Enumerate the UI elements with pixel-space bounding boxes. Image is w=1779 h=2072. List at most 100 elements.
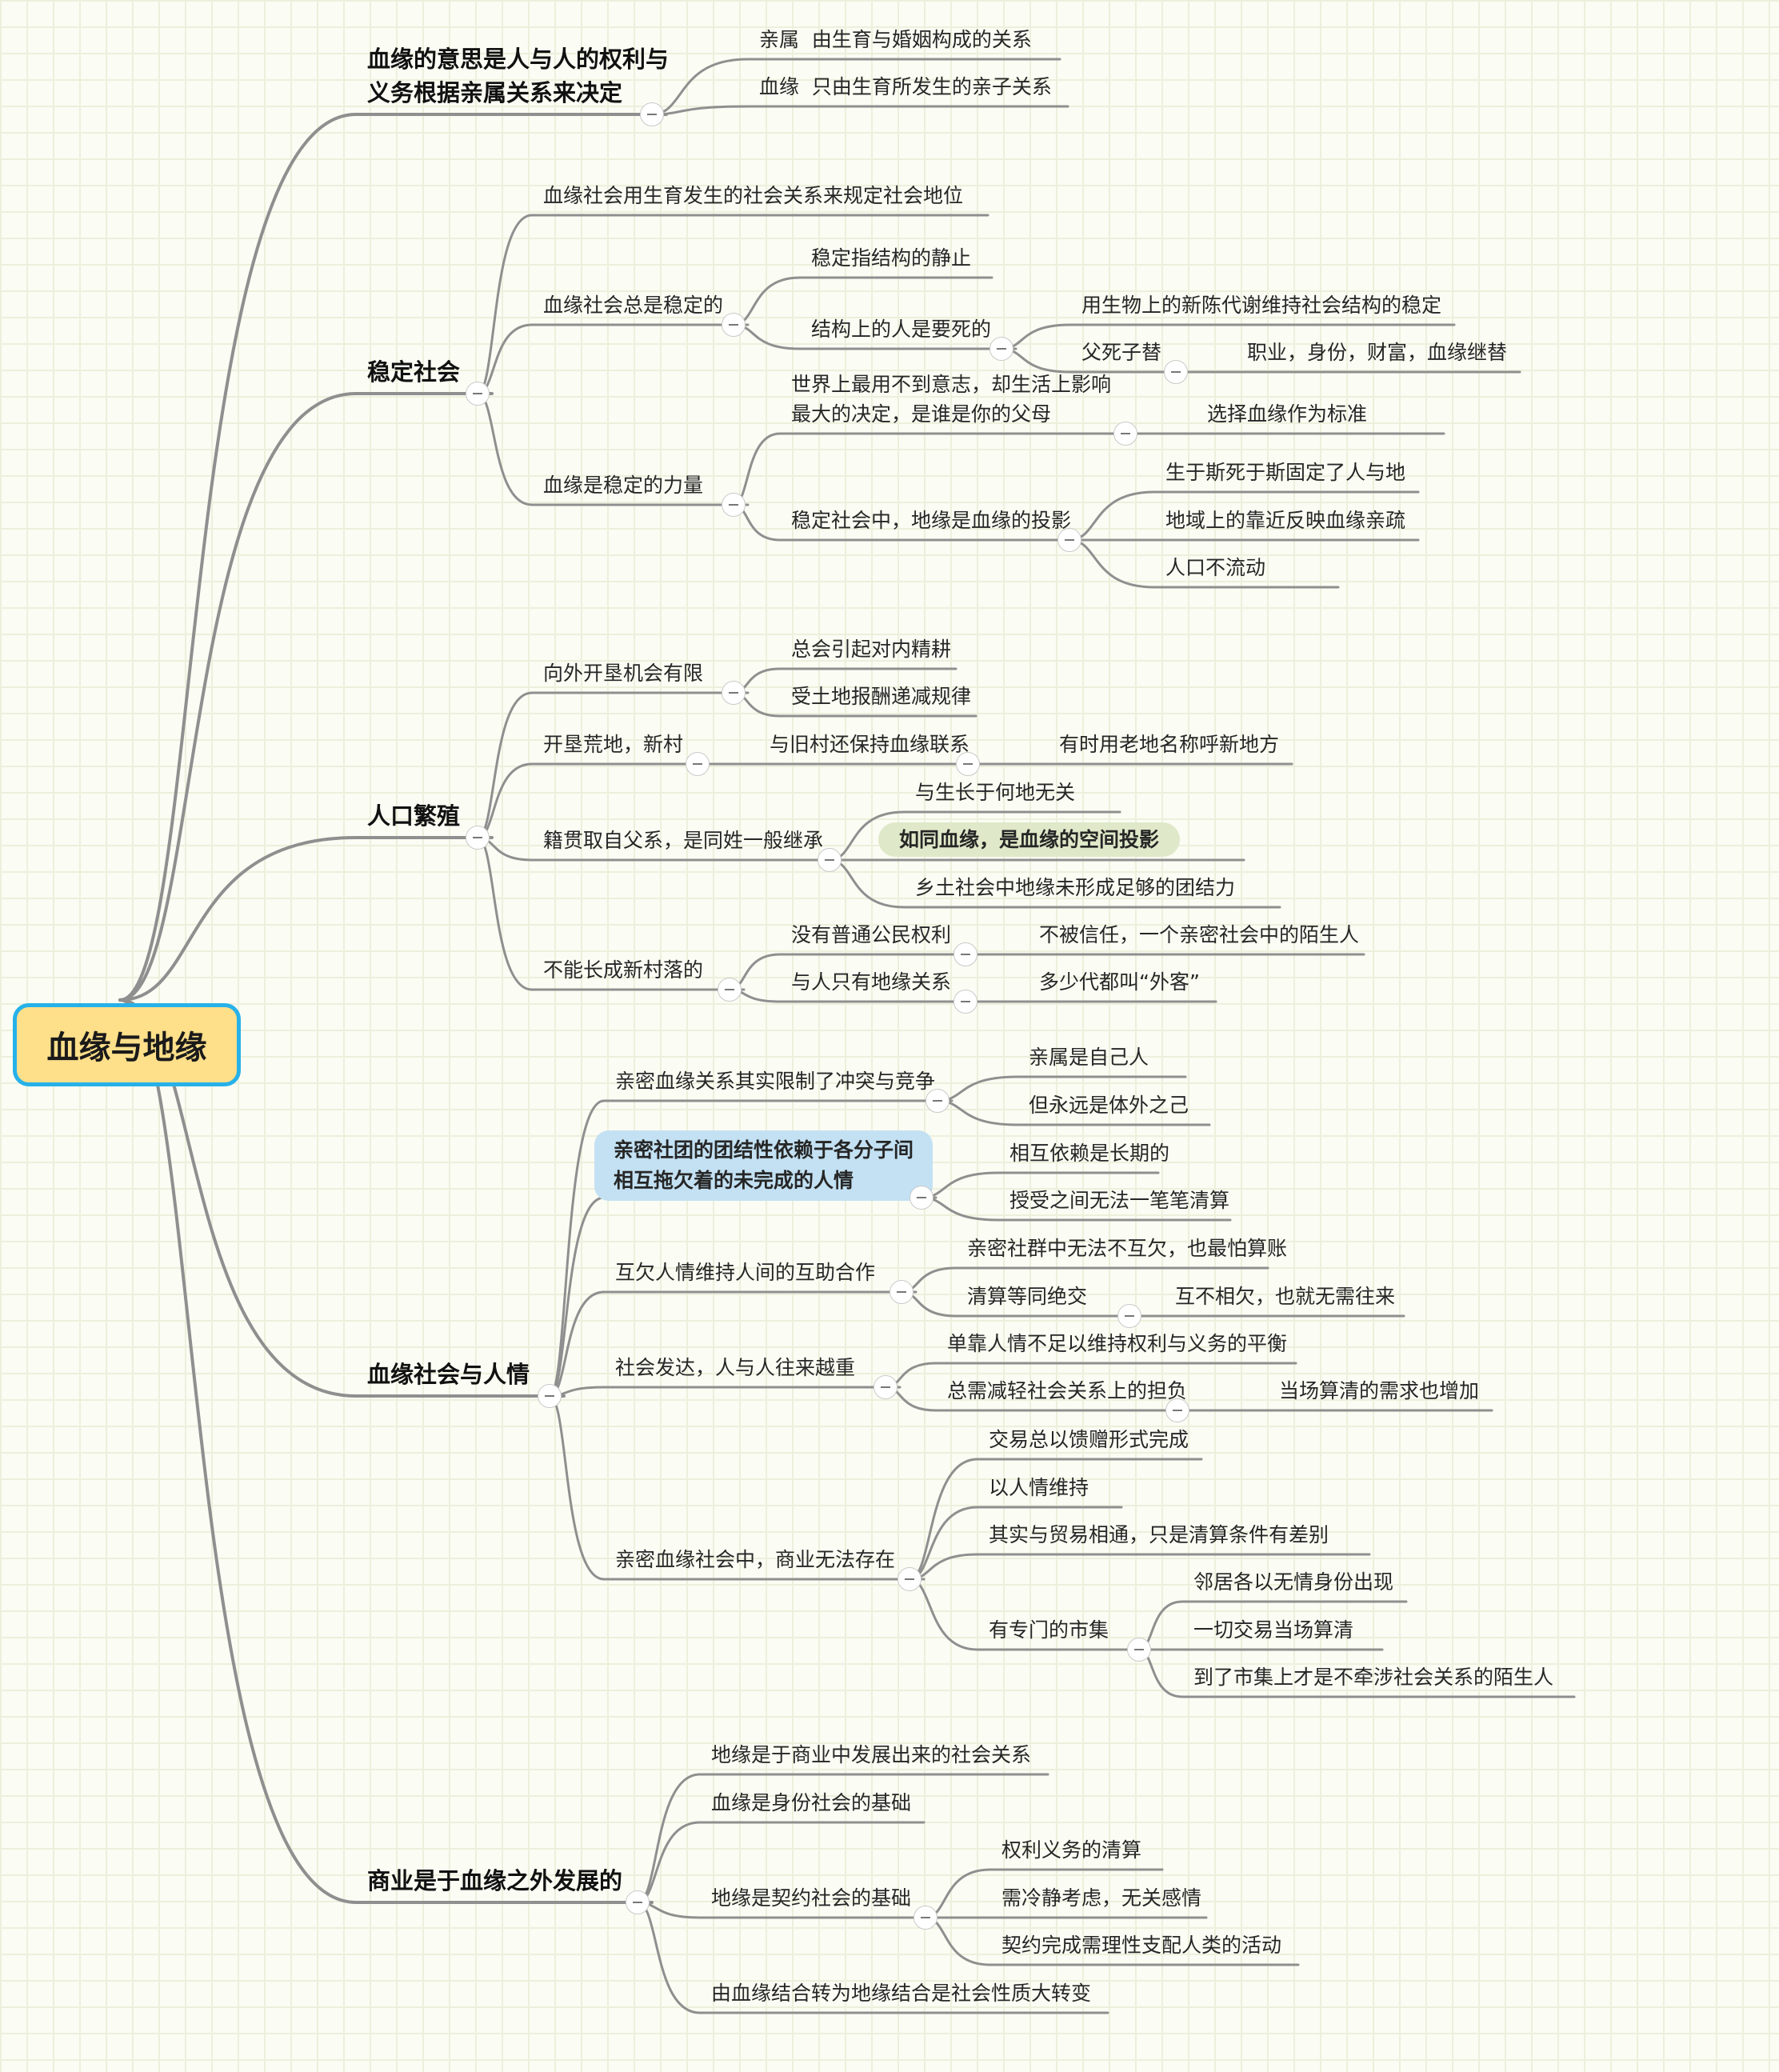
subtopic[interactable]: 清算等同绝交	[967, 1285, 1088, 1308]
subtopic[interactable]: 授受之间无法一笔笔清算	[1009, 1189, 1230, 1212]
subtopic[interactable]: 不能长成新村落的	[543, 958, 704, 982]
subtopic[interactable]: 人口不流动	[1165, 556, 1266, 579]
connector	[118, 998, 358, 1904]
subtopic[interactable]: 稳定指结构的静止	[811, 246, 972, 270]
subtopic[interactable]: 互欠人情维持人间的互助合作	[615, 1261, 876, 1284]
subtopic[interactable]: 多少代都叫“外客”	[1039, 970, 1200, 994]
subtopic[interactable]: 与人只有地缘关系	[791, 970, 952, 994]
connector	[636, 1901, 702, 2014]
subtopic[interactable]: 地缘是于商业中发展出来的社会关系	[711, 1743, 1032, 1766]
subtopic[interactable]: 社会发达，人与人往来越重	[615, 1356, 856, 1379]
subtopic[interactable]: 其实与贸易相通，只是清算条件有差别	[989, 1523, 1329, 1546]
main-topic[interactable]: 血缘社会与人情	[367, 1361, 530, 1388]
collapse-toggle[interactable]	[1127, 1638, 1151, 1662]
collapse-toggle[interactable]	[466, 382, 490, 406]
subtopic[interactable]: 一切交易当场算清	[1193, 1618, 1354, 1642]
collapse-toggle[interactable]	[686, 752, 710, 776]
subtopic[interactable]: 生于斯死于斯固定了人与地	[1165, 461, 1406, 484]
subtopic[interactable]: 但永远是体外之己	[1029, 1094, 1189, 1117]
subtopic[interactable]: 不被信任，一个亲密社会中的陌生人	[1039, 923, 1360, 946]
subtopic[interactable]: 总会引起对内精耕	[791, 638, 952, 661]
main-topic[interactable]: 稳定社会	[367, 358, 461, 386]
subtopic[interactable]: 需冷静考虑，无关感情	[1001, 1886, 1202, 1910]
subtopic[interactable]: 血缘社会总是稳定的	[543, 294, 724, 317]
collapse-toggle[interactable]	[989, 337, 1013, 361]
subtopic[interactable]: 血缘是身份社会的基础	[711, 1791, 912, 1814]
subtopic[interactable]: 没有普通公民权利	[791, 923, 952, 946]
collapse-toggle[interactable]	[925, 1089, 949, 1113]
collapse-toggle[interactable]	[718, 978, 742, 1002]
collapse-toggle[interactable]	[722, 681, 746, 705]
collapse-toggle[interactable]	[818, 848, 842, 872]
subtopic[interactable]: 血缘 只由生育所发生的亲子关系	[759, 75, 1052, 98]
collapse-toggle[interactable]	[909, 1186, 933, 1210]
collapse-toggle[interactable]	[640, 102, 664, 126]
subtopic[interactable]: 以人情维持	[989, 1476, 1089, 1499]
subtopic[interactable]: 有时用老地名称呼新地方	[1059, 733, 1280, 756]
subtopic[interactable]: 乡土社会中地缘未形成足够的团结力	[915, 876, 1236, 899]
subtopic[interactable]: 受土地报酬递减规律	[791, 685, 972, 708]
subtopic[interactable]: 相互依赖是长期的	[1009, 1142, 1170, 1165]
subtopic[interactable]: 选择血缘作为标准	[1207, 402, 1368, 426]
subtopic[interactable]: 亲密血缘社会中，商业无法存在	[615, 1548, 896, 1571]
subtopic[interactable]: 有专门的市集	[989, 1618, 1109, 1642]
subtopic[interactable]: 互不相欠，也就无需往来	[1175, 1285, 1396, 1308]
subtopic[interactable]: 父死子替	[1081, 341, 1162, 364]
subtopic[interactable]: 亲密社团的团结性依赖于各分子间 相互拖欠着的未完成的人情	[594, 1130, 933, 1201]
connector	[1068, 538, 1156, 589]
collapse-toggle[interactable]	[1165, 1398, 1189, 1422]
subtopic[interactable]: 职业，身份，财富，血缘继替	[1247, 341, 1508, 364]
collapse-toggle[interactable]	[1164, 360, 1188, 384]
subtopic[interactable]: 血缘社会用生育发生的社会关系来规定社会地位	[543, 184, 964, 207]
subtopic[interactable]: 与生长于何地无关	[915, 781, 1076, 804]
collapse-toggle[interactable]	[956, 752, 980, 776]
subtopic[interactable]: 世界上最用不到意志，却生活上影响 最大的决定，是谁是你的父母	[791, 373, 1112, 426]
subtopic[interactable]: 交易总以馈赠形式完成	[989, 1428, 1189, 1451]
collapse-toggle[interactable]	[1117, 1304, 1141, 1328]
subtopic[interactable]: 亲属 由生育与婚姻构成的关系	[759, 28, 1032, 51]
subtopic[interactable]: 由血缘结合转为地缘结合是社会性质大转变	[711, 1982, 1092, 2005]
subtopic[interactable]: 亲密血缘关系其实限制了冲突与竞争	[615, 1070, 936, 1093]
subtopic[interactable]: 如同血缘，是血缘的空间投影	[878, 822, 1181, 857]
subtopic[interactable]: 单靠人情不足以维持权利与义务的平衡	[947, 1332, 1288, 1355]
collapse-toggle[interactable]	[874, 1375, 897, 1399]
subtopic[interactable]: 与旧村还保持血缘联系	[770, 733, 970, 756]
collapse-toggle[interactable]	[953, 942, 977, 966]
main-topic[interactable]: 商业是于血缘之外发展的	[367, 1867, 623, 1894]
subtopic[interactable]: 契约完成需理性支配人类的活动	[1001, 1934, 1282, 1957]
collapse-toggle[interactable]	[626, 1890, 650, 1914]
collapse-toggle[interactable]	[897, 1567, 921, 1591]
main-topic[interactable]: 人口繁殖	[367, 802, 461, 830]
subtopic[interactable]: 用生物上的新陈代谢维持社会结构的稳定	[1081, 294, 1442, 317]
main-topic[interactable]: 血缘的意思是人与人的权利与 义务根据亲属关系来决定	[367, 46, 670, 106]
connector	[936, 1099, 1019, 1126]
collapse-toggle[interactable]	[722, 313, 746, 337]
collapse-toggle[interactable]	[890, 1280, 913, 1304]
subtopic[interactable]: 地缘是契约社会的基础	[711, 1886, 912, 1910]
collapse-toggle[interactable]	[953, 990, 977, 1014]
connector	[118, 113, 358, 1002]
subtopic[interactable]: 结构上的人是要死的	[811, 318, 992, 341]
subtopic[interactable]: 亲属是自己人	[1029, 1046, 1149, 1069]
subtopic[interactable]: 总需减轻社会关系上的担负	[947, 1379, 1188, 1402]
subtopic[interactable]: 血缘是稳定的力量	[543, 474, 704, 497]
subtopic[interactable]: 地域上的靠近反映血缘亲疏	[1165, 509, 1406, 532]
connector	[936, 1075, 1019, 1102]
subtopic[interactable]: 籍贯取自父系，是同姓一般继承	[543, 829, 824, 852]
subtopic[interactable]: 亲密社群中无法不互欠，也最怕算账	[967, 1237, 1288, 1260]
collapse-toggle[interactable]	[538, 1384, 562, 1408]
collapse-toggle[interactable]	[913, 1906, 937, 1930]
subtopic[interactable]: 到了市集上才是不牵涉社会关系的陌生人	[1193, 1666, 1554, 1689]
subtopic[interactable]: 邻居各以无情身份出现	[1193, 1570, 1394, 1594]
subtopic[interactable]: 开垦荒地，新村	[543, 733, 684, 756]
subtopic[interactable]: 向外开垦机会有限	[543, 662, 704, 685]
collapse-toggle[interactable]	[466, 826, 490, 850]
collapse-toggle[interactable]	[1057, 528, 1081, 552]
subtopic[interactable]: 当场算清的需求也增加	[1279, 1379, 1480, 1402]
subtopic[interactable]: 权利义务的清算	[1001, 1838, 1142, 1862]
collapse-toggle[interactable]	[722, 493, 746, 517]
collapse-toggle[interactable]	[1113, 422, 1137, 446]
root-topic[interactable]: 血缘与地缘	[13, 1003, 241, 1086]
subtopic[interactable]: 稳定社会中，地缘是血缘的投影	[791, 509, 1072, 532]
